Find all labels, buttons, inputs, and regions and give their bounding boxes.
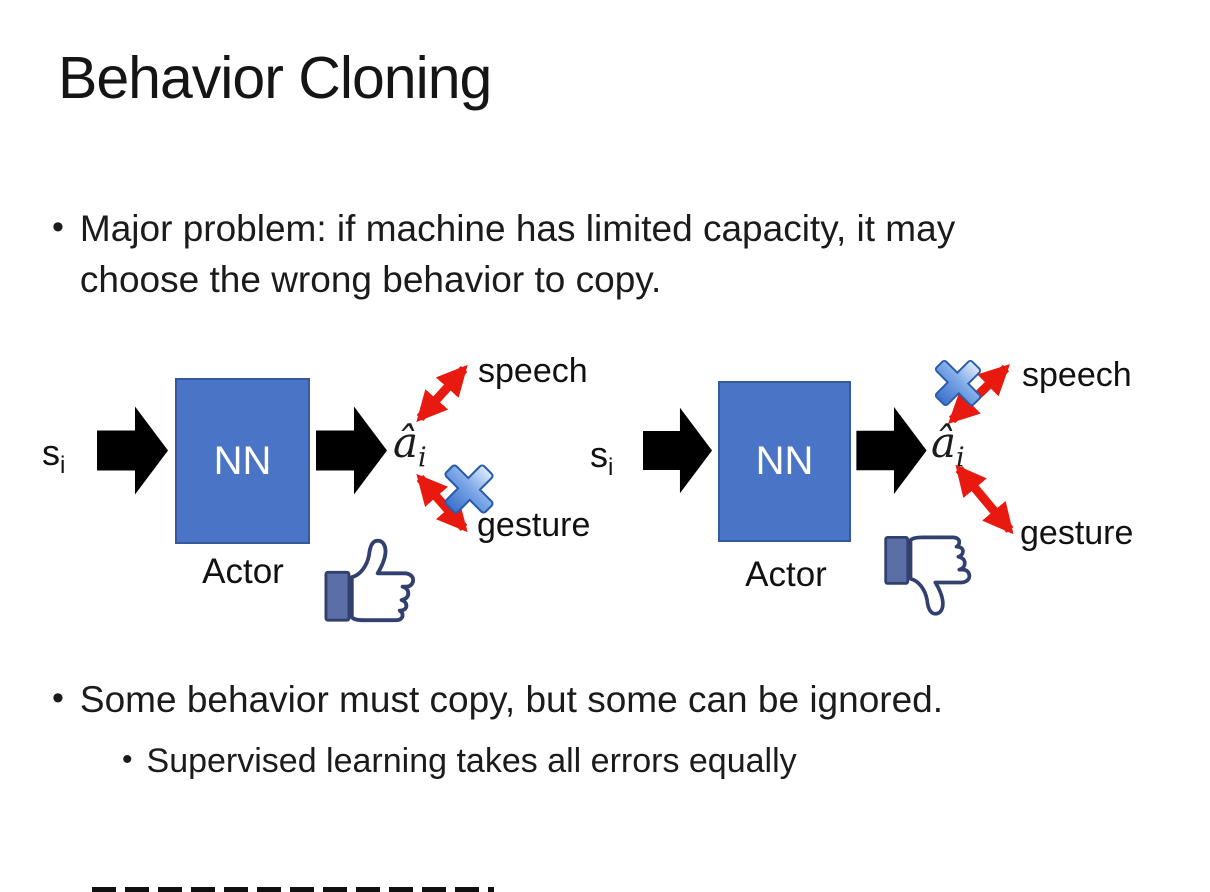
left-gesture-label: gesture (477, 506, 591, 544)
right-nn-label: NN (755, 439, 814, 483)
left-speech-arrow-icon (416, 364, 468, 423)
sub-bullet-supervised: • Supervised learning takes all errors e… (122, 738, 1122, 785)
right-flow-arrow-in-icon (643, 407, 713, 494)
right-input-label: si (590, 434, 614, 482)
bullet-some-behavior: • Some behavior must copy, but some can … (52, 674, 1152, 725)
right-flow-arrow-out-icon (856, 406, 927, 495)
left-input-label: si (42, 432, 66, 480)
left-flow-arrow-out-icon (316, 406, 387, 495)
left-flow-arrow-in-icon (97, 406, 168, 495)
bullet-dot: • (122, 743, 133, 776)
thumbs-down-icon (884, 535, 972, 616)
left-speech-label: speech (478, 352, 588, 390)
left-actor-label: Actor (202, 552, 284, 591)
bullet-dot: • (52, 679, 64, 717)
bullet-some-behavior-text: Some behavior must copy, but some can be… (79, 679, 944, 720)
right-actor-label: Actor (745, 555, 827, 594)
right-gesture-label: gesture (1020, 514, 1134, 552)
right-speech-label: speech (1022, 356, 1132, 394)
thumbs-up-icon (324, 538, 416, 623)
left-cross-out-icon (444, 464, 494, 514)
slide-title: Behavior Cloning (58, 45, 492, 111)
cutoff-content-strip (92, 887, 494, 892)
bullet-major-problem-text: Major problem: if machine has limited ca… (79, 208, 956, 301)
sub-bullet-supervised-text: Supervised learning takes all errors equ… (146, 742, 797, 780)
left-nn-box: NN (175, 378, 310, 544)
left-gesture-arrow-icon (416, 473, 468, 533)
right-nn-box: NN (718, 381, 851, 542)
right-output-label: âi (931, 418, 965, 474)
left-nn-label: NN (213, 438, 272, 483)
left-output-label: âi (393, 418, 427, 474)
bullet-dot: • (52, 208, 64, 246)
bullet-major-problem: • Major problem: if machine has limited … (52, 203, 1012, 305)
right-gesture-arrow-icon (955, 464, 1014, 535)
right-cross-out-icon (934, 359, 982, 407)
